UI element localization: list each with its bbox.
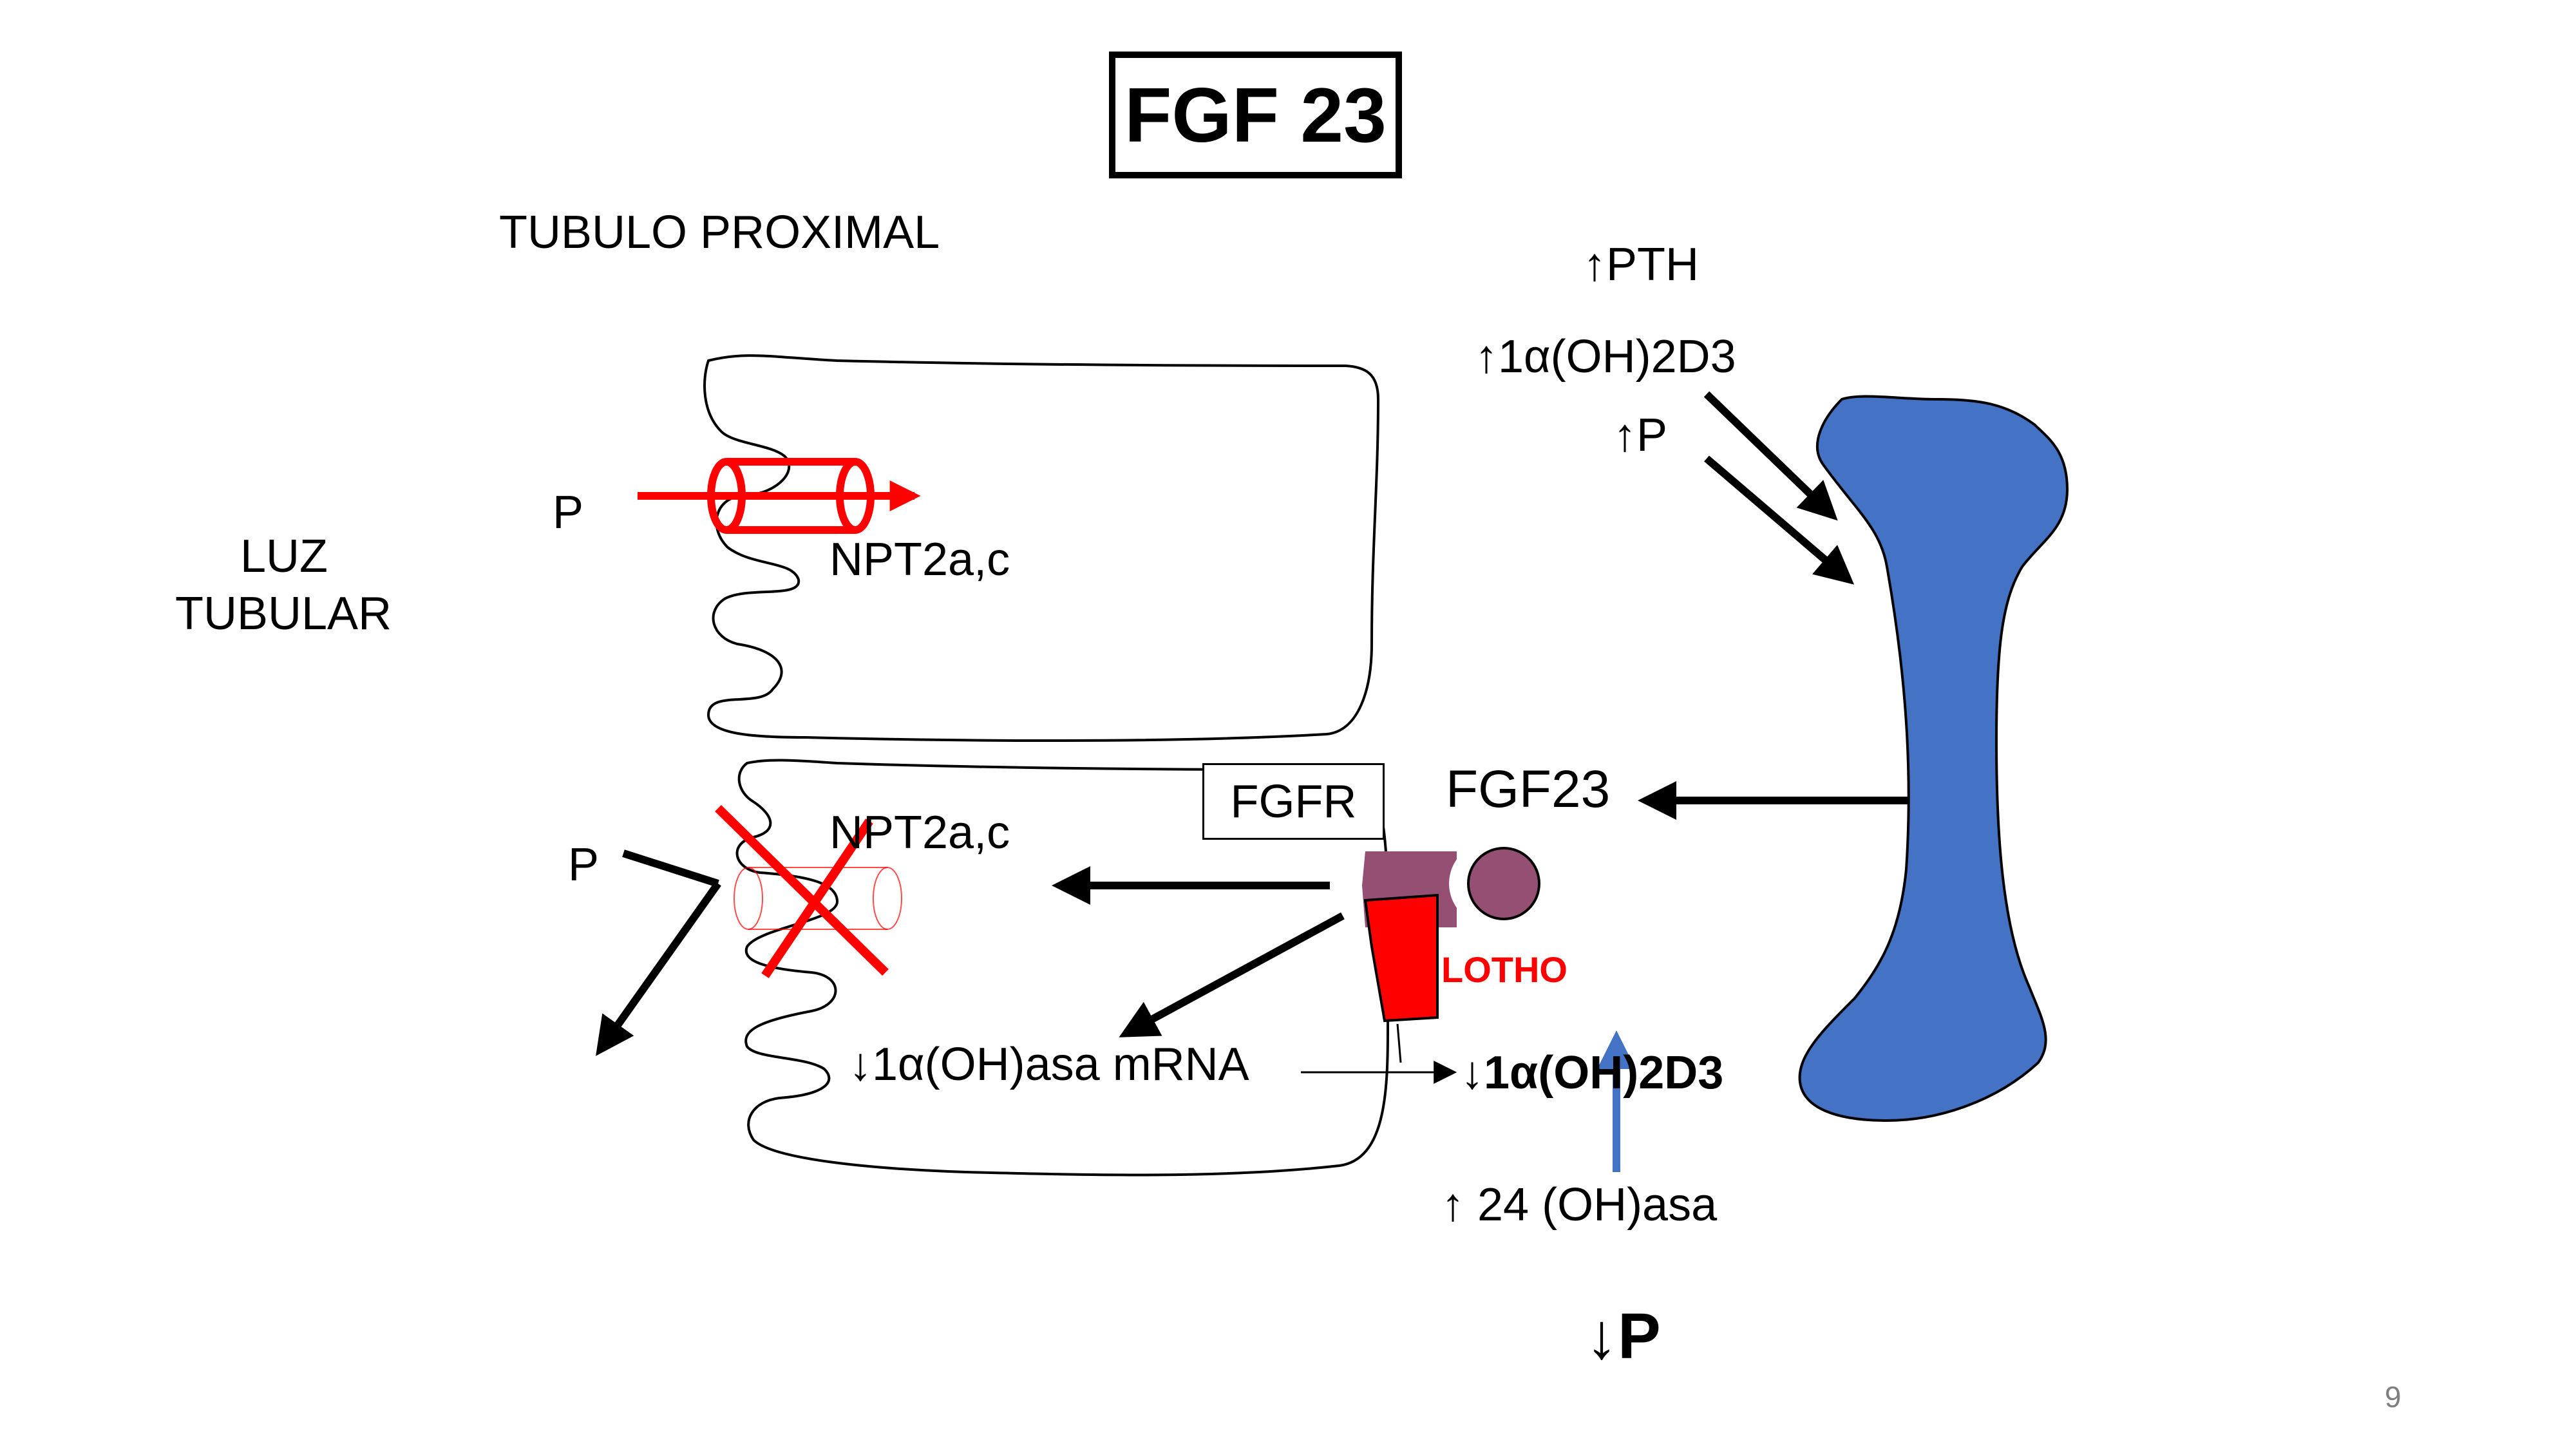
- arrow-vitd-to-bone: [1703, 391, 1838, 521]
- label-npt2-bottom: NPT2a,c: [829, 807, 1010, 858]
- label-klotho: LOTHO: [1441, 949, 1567, 990]
- label-vitd-down: ↓1α(OH)2D3: [1461, 1047, 1724, 1099]
- bone-shape-icon: [1798, 395, 2069, 1122]
- label-24-hydroxylase: ↑ 24 (OH)asa: [1441, 1179, 1718, 1231]
- label-luz: LUZ: [240, 531, 328, 582]
- arrow-p-to-bone: [1704, 455, 1855, 585]
- label-vitd-up: ↑1α(OH)2D3: [1475, 331, 1736, 383]
- title-box: FGF 23: [1109, 52, 1402, 178]
- inhibition-x-icon: [715, 805, 889, 978]
- label-tubulo-proximal: TUBULO PROXIMAL: [499, 207, 940, 258]
- tubule-cell-upper: [703, 354, 1380, 742]
- label-npt2-top: NPT2a,c: [829, 534, 1010, 585]
- page-number: 9: [2385, 1380, 2401, 1414]
- label-tubular: TUBULAR: [175, 588, 392, 639]
- label-hydroxylase-mrna: ↓1α(OH)asa mRNA: [849, 1039, 1249, 1090]
- transporter-npt2-active: [638, 458, 921, 534]
- fgfr-klotho-complex-icon: [1362, 842, 1540, 1063]
- label-fgf23: FGF23: [1446, 760, 1611, 819]
- slide-title: FGF 23: [1124, 71, 1387, 158]
- transporter-npt2-inhibited: [734, 867, 902, 930]
- fgfr-label-box: FGFR: [1202, 763, 1385, 840]
- label-phosphate-bottom: P: [568, 839, 600, 891]
- arrow-to-hydroxylase: [1119, 912, 1345, 1037]
- phosphate-loss-arrow: [596, 849, 721, 1056]
- label-phosphate-top: P: [553, 487, 584, 538]
- label-p-down: ↓P: [1586, 1300, 1661, 1372]
- label-pth-up: ↑PTH: [1583, 239, 1699, 290]
- label-p-up: ↑P: [1613, 410, 1668, 461]
- label-fgfr: FGFR: [1230, 775, 1357, 828]
